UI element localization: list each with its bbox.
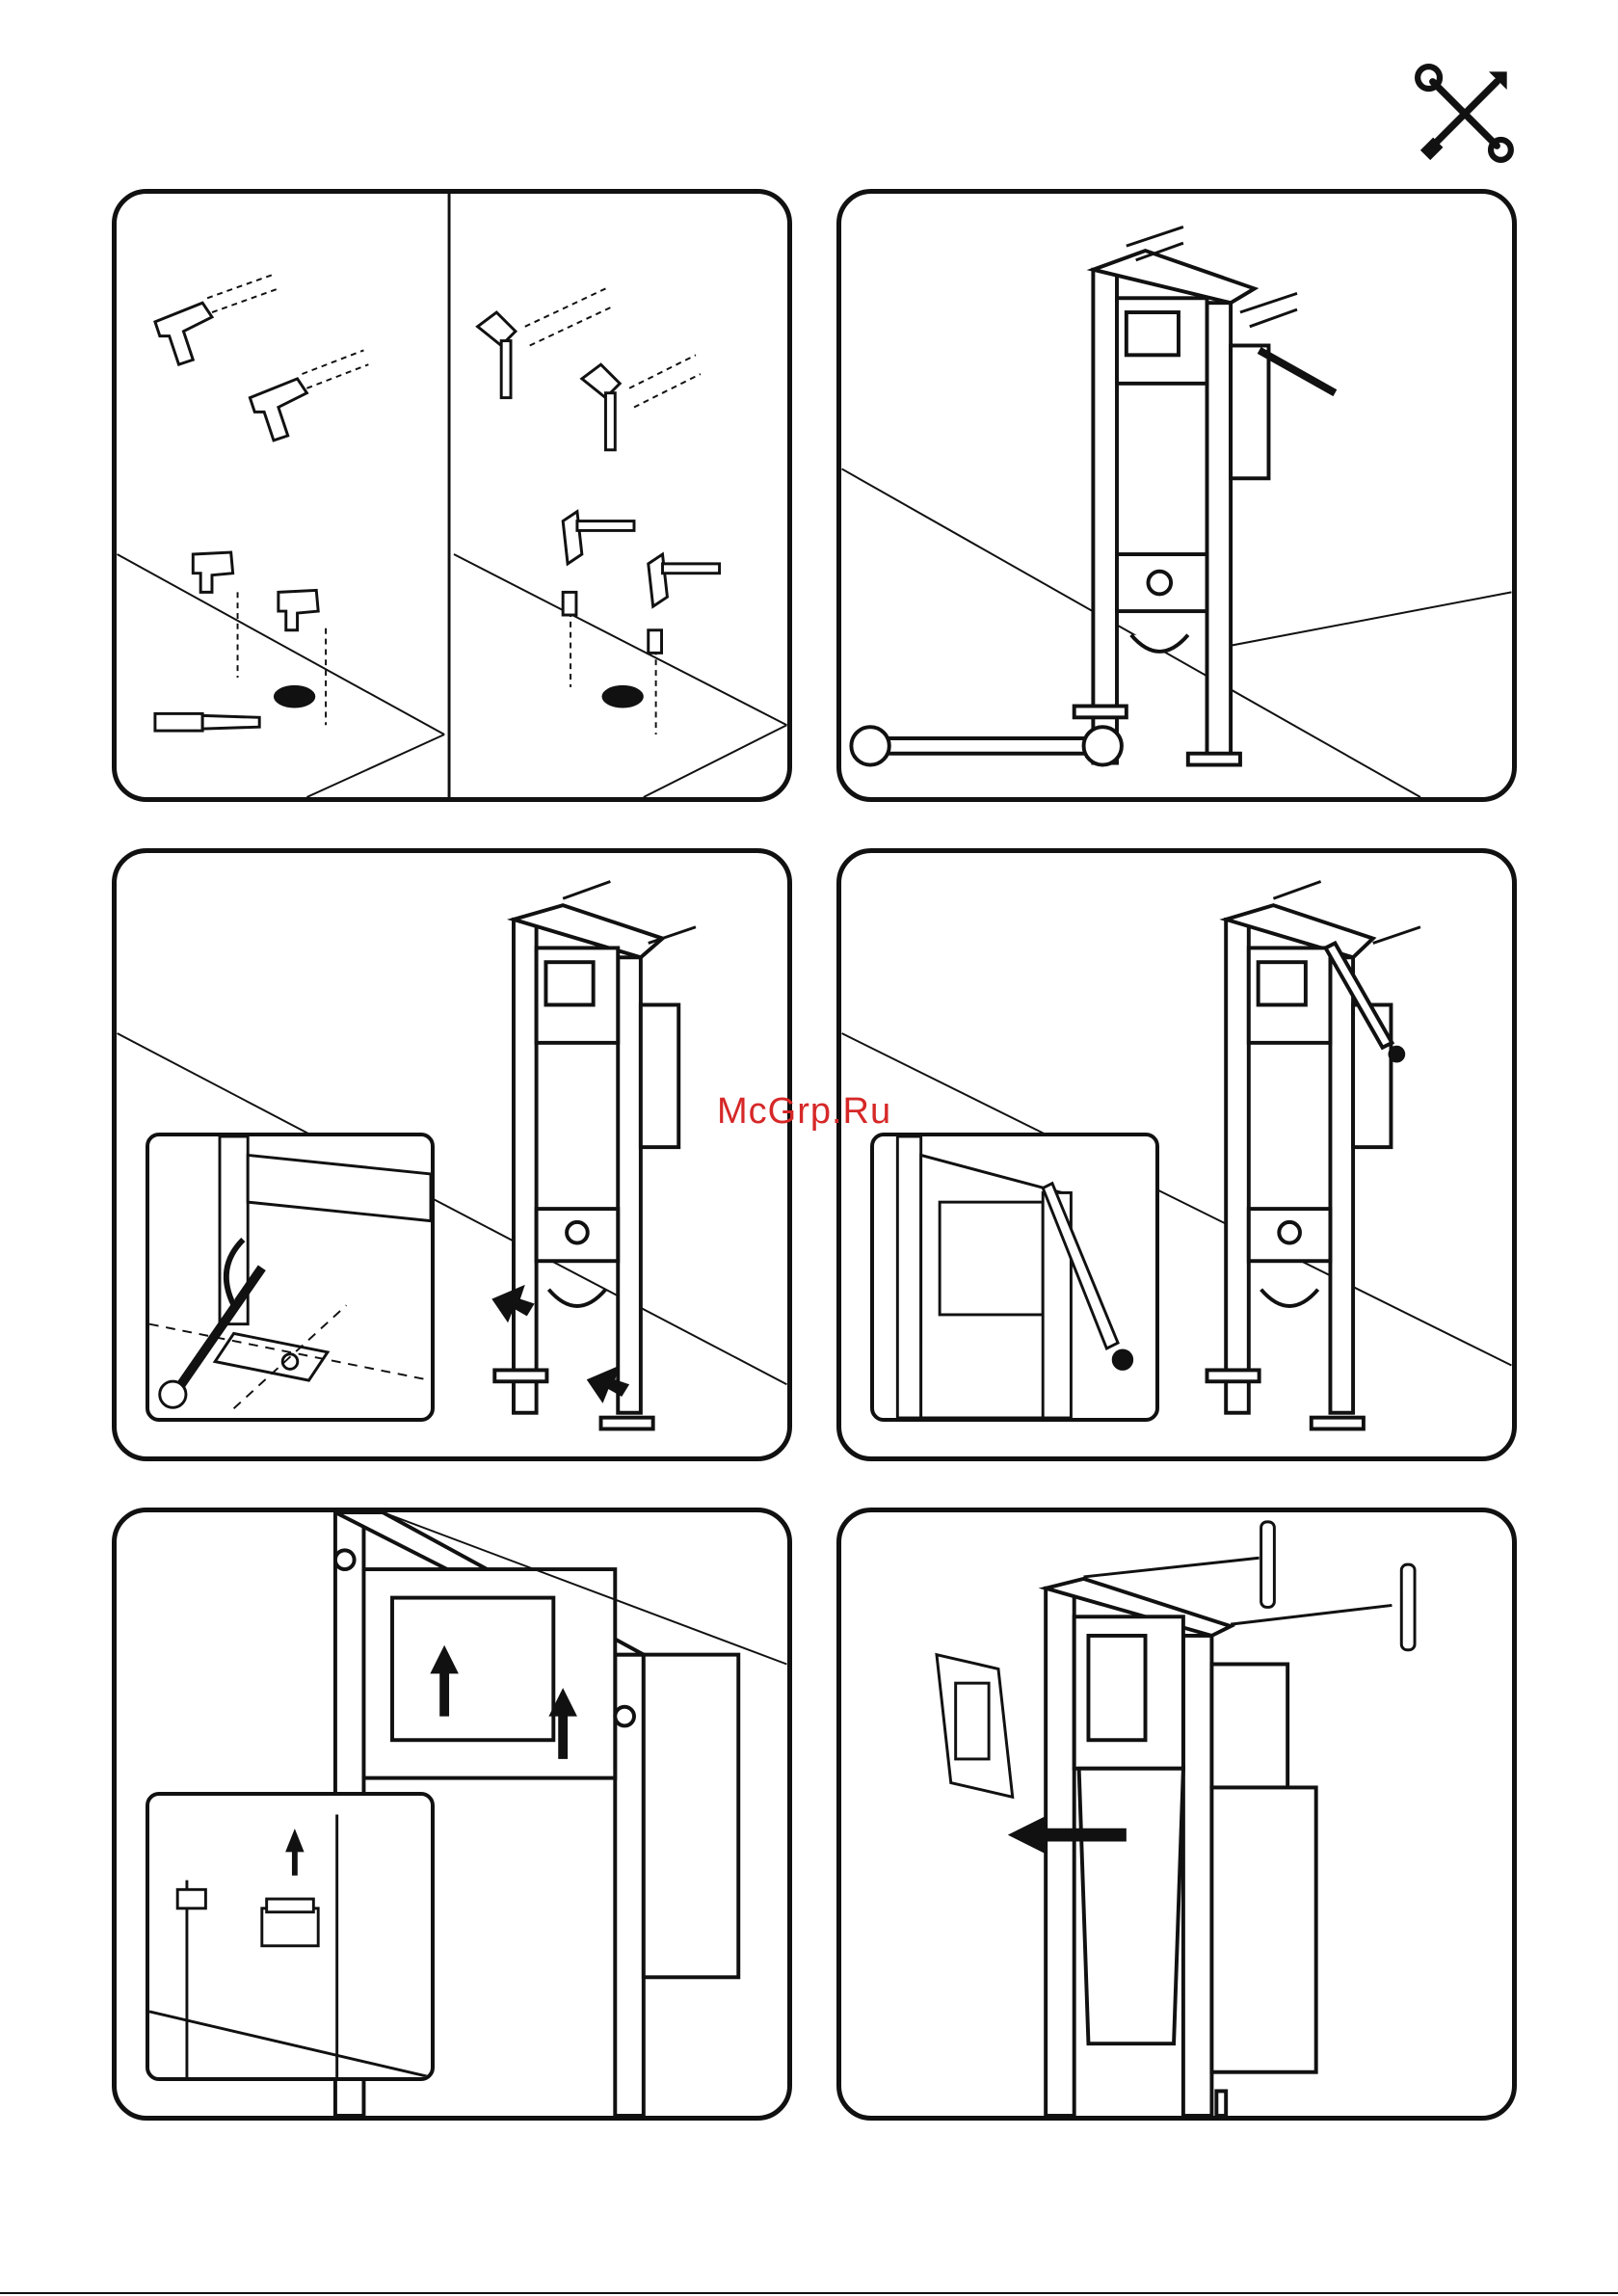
cistern-cover-panel xyxy=(112,1508,792,2121)
drill-bit-icon xyxy=(155,713,259,731)
hammer-icon xyxy=(478,312,720,606)
cover-detail-inset xyxy=(146,1792,435,2081)
frame-wall-mount-illustration xyxy=(841,194,1512,797)
floor-fix-detail-inset xyxy=(146,1133,435,1422)
tools-icon xyxy=(1415,64,1515,164)
flush-plate-bracket-panel xyxy=(836,1508,1517,2121)
drill-and-anchor-panel xyxy=(112,189,792,802)
frame-wall-mount-panel xyxy=(836,189,1517,802)
frame-level-panel xyxy=(836,848,1517,1461)
level-detail-inset xyxy=(870,1133,1159,1422)
frame-floor-fix-panel xyxy=(112,848,792,1461)
watermark-text: McGrp.Ru xyxy=(717,1091,891,1133)
drill-and-anchor-illustration xyxy=(117,194,787,797)
footer-line xyxy=(0,2290,1618,2296)
flush-plate-bracket-illustration xyxy=(841,1512,1512,2116)
drill-icon xyxy=(155,303,318,630)
